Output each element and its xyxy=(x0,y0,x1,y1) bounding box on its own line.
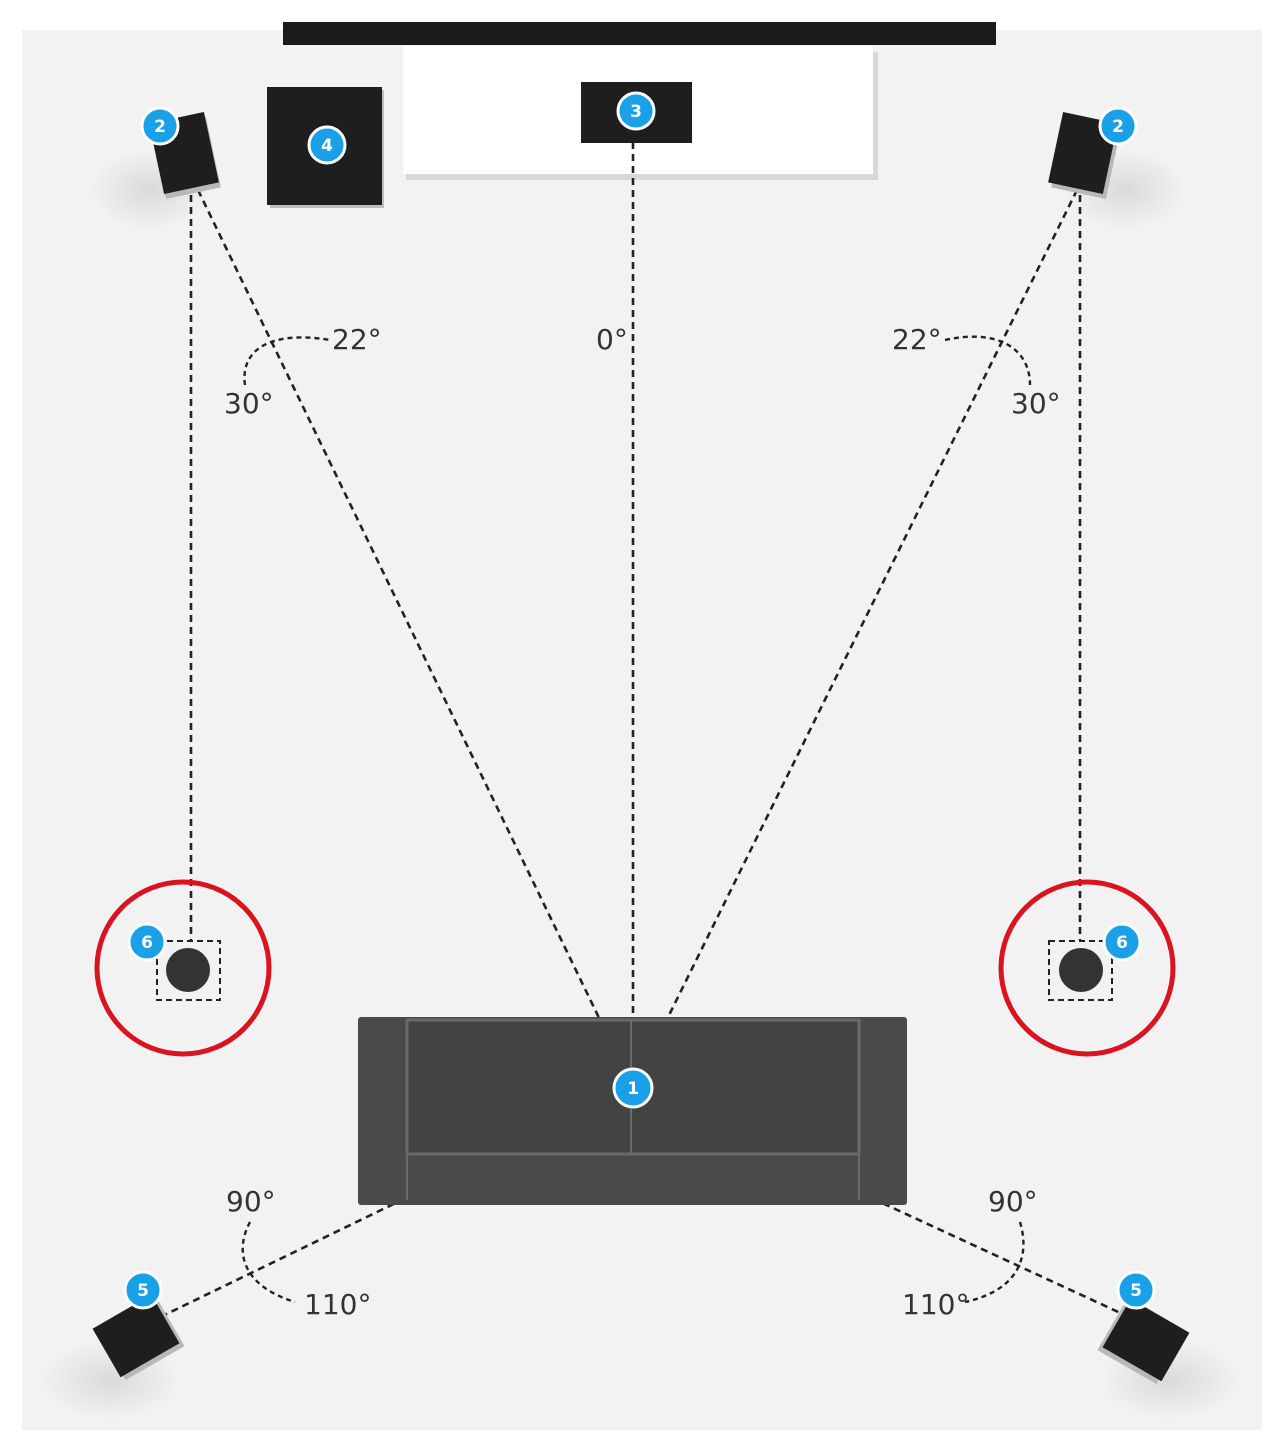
badges: 2 2 3 4 1 5 5 6 xyxy=(123,91,1156,1310)
angle-surround-left-inner: 90° xyxy=(226,1185,276,1218)
room-floor xyxy=(22,30,1262,1430)
ceiling-right-speaker xyxy=(1048,940,1113,1001)
angle-front-right-inner: 22° xyxy=(892,323,942,356)
badge-center: 3 xyxy=(616,91,656,131)
sofa xyxy=(358,1017,907,1205)
svg-text:5: 5 xyxy=(1130,1281,1142,1301)
angle-center: 0° xyxy=(596,323,628,356)
badge-subwoofer: 4 xyxy=(307,125,347,165)
svg-text:1: 1 xyxy=(627,1079,639,1099)
badge-ceiling-right: 6 xyxy=(1102,922,1142,962)
svg-text:4: 4 xyxy=(321,136,333,156)
badge-front-right: 2 xyxy=(1098,106,1138,146)
arc-surround-right xyxy=(964,1221,1025,1304)
angle-front-left-outer: 30° xyxy=(224,387,274,420)
highlight-circle-left xyxy=(94,879,272,1057)
angle-arcs xyxy=(241,335,1032,1304)
badge-listener: 1 xyxy=(612,1067,654,1109)
svg-text:5: 5 xyxy=(137,1281,149,1301)
arc-surround-left xyxy=(241,1221,296,1304)
arc-front-left xyxy=(243,336,331,386)
arc-front-right xyxy=(944,335,1032,386)
svg-text:2: 2 xyxy=(1112,117,1124,137)
badge-surround-left: 5 xyxy=(123,1270,163,1310)
svg-text:6: 6 xyxy=(141,933,153,953)
highlight-circle-right xyxy=(998,879,1176,1057)
svg-text:3: 3 xyxy=(630,102,642,122)
front-right-speaker xyxy=(1048,111,1185,230)
angle-surround-right-outer: 110° xyxy=(902,1288,969,1321)
badge-surround-right: 5 xyxy=(1116,1270,1156,1310)
line-front-left-to-listener xyxy=(196,189,635,1089)
surround-left-speaker xyxy=(40,1294,185,1420)
angle-surround-left-outer: 110° xyxy=(304,1288,371,1321)
angle-labels: 22° 30° 0° 22° 30° 90° 110° 90° 110° xyxy=(224,323,1061,1321)
angle-front-left-inner: 22° xyxy=(332,323,382,356)
surround-right-speaker xyxy=(1097,1298,1240,1420)
badge-front-left: 2 xyxy=(140,106,180,146)
tv-screen xyxy=(283,22,996,45)
angle-front-right-outer: 30° xyxy=(1011,387,1061,420)
badge-ceiling-left: 6 xyxy=(127,922,167,962)
svg-text:2: 2 xyxy=(154,117,166,137)
svg-text:6: 6 xyxy=(1116,933,1128,953)
ceiling-left-speaker xyxy=(156,940,221,1001)
angle-surround-right-inner: 90° xyxy=(988,1185,1038,1218)
line-front-right-to-listener xyxy=(631,189,1079,1089)
